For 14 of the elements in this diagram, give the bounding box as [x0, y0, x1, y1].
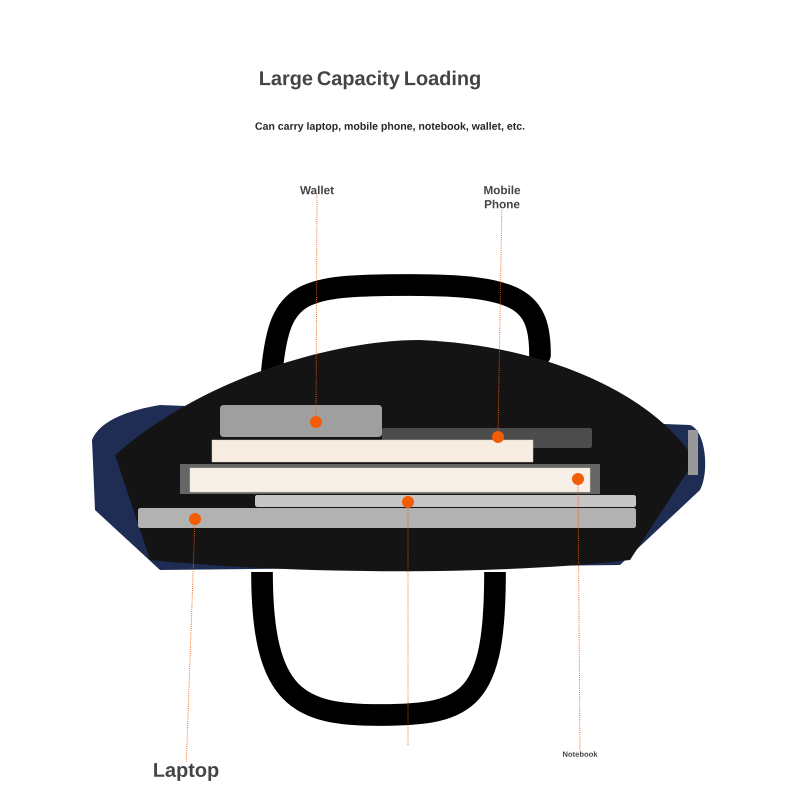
leader-line — [186, 524, 196, 762]
callout-label: Wallet — [298, 184, 336, 196]
callout-dot — [572, 473, 584, 485]
callout-dot — [189, 513, 201, 525]
leader-line — [578, 484, 580, 750]
callout-dot — [492, 431, 504, 443]
subtitle: Can carry laptop, mobile phone, notebook, wallet, etc. — [255, 122, 524, 132]
callout-label: Laptop — [152, 762, 220, 782]
leader-line — [316, 195, 318, 416]
title: Large Capacity Loading — [260, 70, 480, 90]
callout-dot — [402, 496, 414, 508]
callout-label: Mobile Phone — [477, 184, 527, 210]
leader-line — [498, 209, 502, 432]
callout-dot — [310, 416, 322, 428]
